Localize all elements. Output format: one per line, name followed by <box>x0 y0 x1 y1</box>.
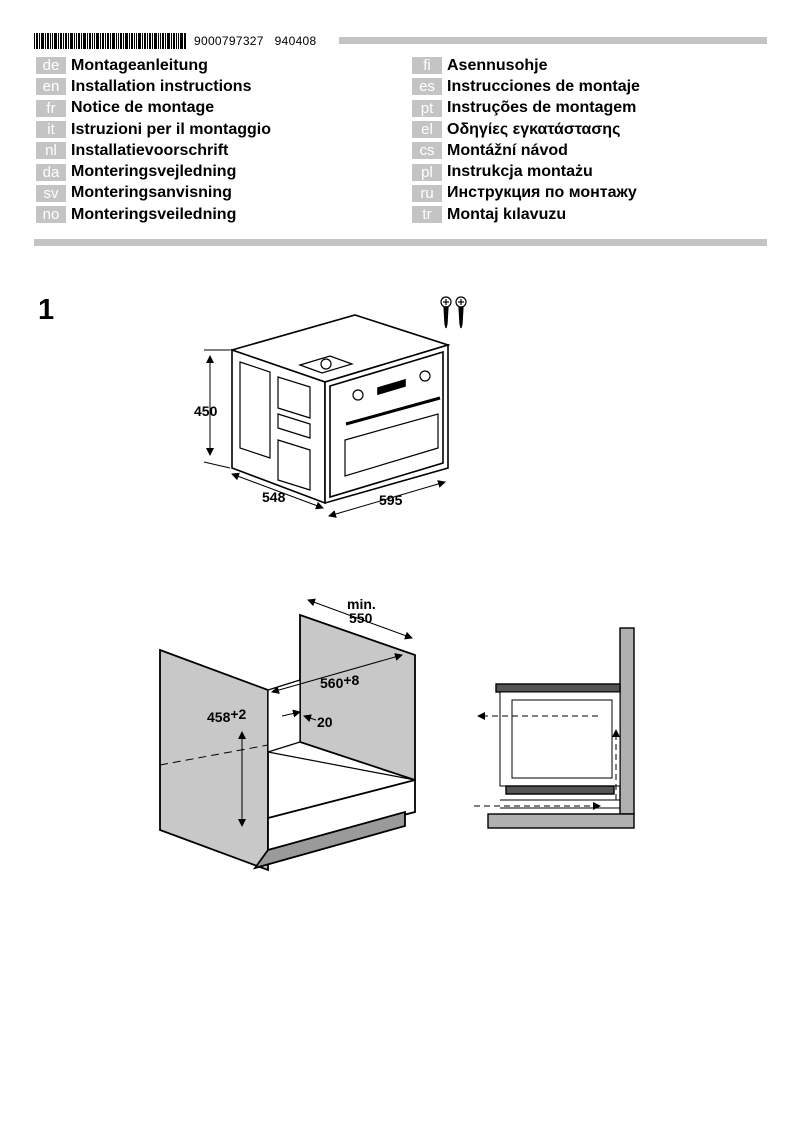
oven-height-label: 450 <box>194 403 218 419</box>
barcode <box>34 33 186 49</box>
cabinet-height-label: 458+2 <box>207 706 247 725</box>
step-number: 1 <box>38 294 55 326</box>
oven-drawing <box>229 314 451 505</box>
screws-icon <box>440 296 467 329</box>
cabinet-min-value: 550 <box>349 610 373 626</box>
oven-dimension-lines <box>203 349 446 518</box>
document-header: 9000797327 940408 <box>34 33 767 53</box>
airflow-arrows <box>474 712 620 810</box>
document-number: 9000797327 940408 <box>194 34 317 48</box>
cabinet-drawing <box>159 613 416 872</box>
cabinet-min-label: min. <box>347 596 376 612</box>
oven-width-label: 595 <box>379 492 403 508</box>
cabinet-dimension-lines <box>238 598 413 827</box>
ventilation-side-view <box>487 627 635 829</box>
bottom-rule <box>34 239 767 246</box>
cabinet-gap-label: 20 <box>317 714 333 730</box>
top-rule <box>339 37 767 44</box>
oven-depth-label: 548 <box>262 489 286 505</box>
cabinet-width-label: 560+8 <box>320 672 360 691</box>
